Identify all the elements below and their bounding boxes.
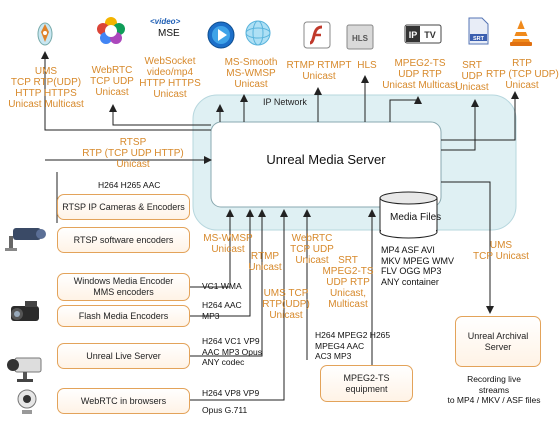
svg-text:SRT: SRT [473,36,485,42]
webcam-icon [17,389,37,414]
ip-network-label: IP Network [263,97,307,107]
mse-label: MSE [158,28,180,39]
fme-codecs-label: H264 AAC MP3 [202,300,242,321]
browsers-codecs-top: H264 VP8 VP9 [202,388,260,398]
rtsp-protocol-label: RTSP RTP (TCP UDP HTTP) Unicast [82,137,184,170]
vlc-icon [510,20,532,46]
hls-icon: HLS [346,24,374,50]
svg-text:TV: TV [424,30,436,40]
windows-media-encoder-box: Windows Media Encoder MMS encoders [57,273,190,301]
srt-protocol-label: SRT UDP Unicast [455,60,489,93]
rtsp-software-box: RTSP software encoders [57,227,190,253]
wme-codecs-label: VC1 WMA [202,281,242,291]
flash-icon [303,21,331,49]
player-icon [37,22,53,46]
globe-icon [245,20,271,46]
flash-media-encoders-box: Flash Media Encoders [57,305,190,327]
browsers-codecs-bottom: Opus G.711 [202,405,248,415]
media-files-cylinder [379,191,438,239]
server-box [210,121,442,208]
ms-smooth-protocol-label: MS-Smooth MS-WMSP Unicast [224,57,278,90]
srt-icon: SRT [468,17,489,45]
rtmp-protocol-label: RTMP RTMPT Unicast [286,60,352,82]
webrtc-protocol-label: WebRTC TCP UDP Unicast [90,65,134,98]
archival-server-box: Unreal Archival Server [455,316,541,367]
archival-server-label: Unreal Archival Server [467,330,529,352]
flash-media-encoders-label: Flash Media Encoders [78,310,169,321]
webrtc-icon [97,17,125,44]
ip-camera-icon [5,228,46,251]
svg-text:IP: IP [409,30,418,40]
recording-label: Recording live streams to MP4 / MKV / AS… [447,374,541,405]
webrtc-browsers-box: WebRTC in browsers [57,388,190,414]
mpeg2ts-equipment-box: MPEG2-TS equipment [320,365,413,402]
webrtc-inbound-label: WebRTC TCP UDP Unicast [290,233,334,266]
mpeg2ts-protocol-label: MPEG2-TS UDP RTP Unicast Multicast [382,58,458,91]
mpeg2ts-codecs-label: H264 MPEG2 H265 MPEG4 AAC AC3 MP3 [315,330,391,361]
rtsp-cameras-box: RTSP IP Cameras & Encoders [57,194,190,220]
live-codecs-label: H264 VC1 VP9 AAC MP3 Opus ANY codec [202,336,262,367]
webrtc-browsers-label: WebRTC in browsers [80,395,167,406]
unreal-live-server-box: Unreal Live Server [57,343,190,369]
rtp-protocol-label: RTP RTP (TCP UDP) Unicast [486,58,559,91]
video-mse-icon: <video> [150,17,181,26]
iptv-icon: IP TV [404,24,442,44]
svg-text:HLS: HLS [352,34,369,43]
rtmp-inbound-label: RTMP Unicast [248,251,282,273]
mse-brand-text: video [154,17,176,26]
camcorder-icon [11,301,39,321]
media-files-label: Media Files [390,212,442,223]
media-formats-label: MP4 ASF AVI MKV MPEG WMV FLV OGG MP3 ANY… [381,245,455,287]
windows-media-encoder-label: Windows Media Encoder MMS encoders [73,276,174,297]
archival-ums-label: UMS TCP Unicast [473,240,529,262]
server-title: Unreal Media Server [266,152,386,167]
rtsp-codecs-label: H264 H265 AAC [98,180,161,190]
srt-inbound-label: SRT MPEG2-TS UDP RTP Unicast, Multicast [322,255,374,310]
rtsp-cameras-label: RTSP IP Cameras & Encoders [62,201,185,212]
broadcast-camera-icon [7,357,42,382]
ms-wmsp-inbound-label: MS-WMSP Unicast [203,233,253,255]
media-player-icon [207,21,235,49]
websocket-protocol-label: WebSocket video/mp4 HTTP HTTPS Unicast [139,56,201,100]
rtsp-software-label: RTSP software encoders [73,234,174,245]
ums-protocol-label: UMS TCP RTP(UDP) HTTP HTTPS Unicast Mult… [8,66,84,110]
hls-protocol-label: HLS [357,60,377,71]
ums-inbound-label: UMS TCP RTP(UDP) Unicast [262,288,310,321]
unreal-live-server-label: Unreal Live Server [86,350,161,361]
mpeg2ts-equipment-label: MPEG2-TS equipment [343,372,390,394]
